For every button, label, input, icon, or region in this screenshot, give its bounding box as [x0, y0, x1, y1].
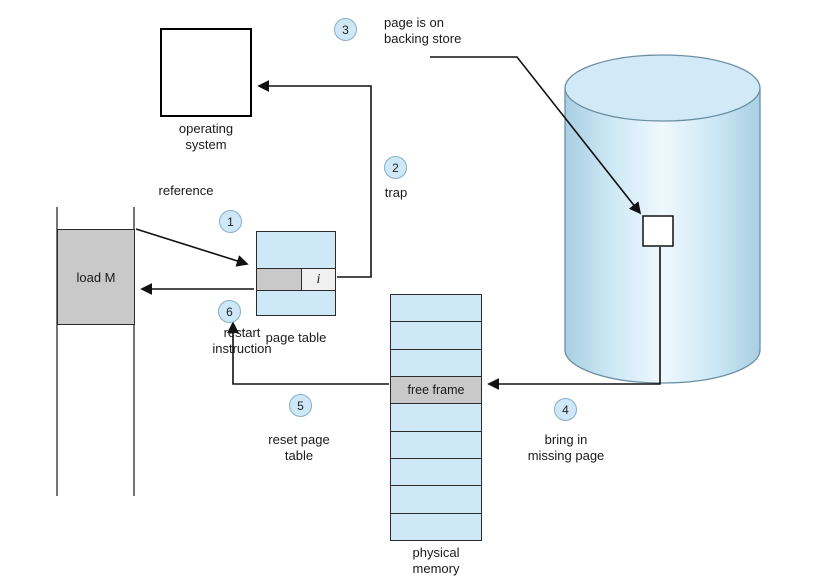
- memory-frame-row: [391, 322, 481, 350]
- step-1-label: reference: [136, 183, 236, 199]
- step-3-label-line2: backing store: [384, 30, 462, 46]
- memory-frame-row: [391, 295, 481, 323]
- page-table-box: i: [256, 231, 336, 316]
- arrow-reference: [135, 228, 249, 267]
- page-table-label: page table: [265, 330, 327, 345]
- step-5-label-line1: reset page: [268, 432, 330, 447]
- arrow-bring-in-missing-page: [487, 247, 661, 390]
- invalid-bit-cell: i: [301, 269, 335, 290]
- step-5-circle: 5: [289, 394, 312, 417]
- step-3-label: page is on backing store: [384, 15, 494, 47]
- memory-frame-row: [391, 486, 481, 514]
- step-5-label: reset page table: [249, 432, 349, 464]
- step-4-circle: 4: [554, 398, 577, 421]
- load-m-box: load M: [57, 229, 135, 325]
- step-4-label: bring in missing page: [516, 432, 616, 464]
- physical-memory-label: physical memory: [386, 545, 486, 577]
- operating-system-box: [160, 28, 252, 117]
- step-3-label-line1: page is on: [384, 15, 444, 30]
- step-6-label-line2: instruction: [212, 340, 272, 356]
- step-2-circle: 2: [384, 156, 407, 179]
- operating-system-label-line2: system: [185, 136, 227, 152]
- backing-store-cylinder-top: [564, 54, 761, 122]
- step-1-label-line1: reference: [158, 183, 214, 198]
- page-table-entry-row: i: [257, 268, 335, 291]
- operating-system-label-line1: operating: [178, 121, 234, 136]
- step-6-circle: 6: [218, 300, 241, 323]
- step-3-circle: 3: [334, 18, 357, 41]
- step-6-label: restart instruction: [192, 325, 292, 357]
- backing-store-cylinder-body: [564, 88, 761, 384]
- memory-frame-row: [391, 514, 481, 540]
- memory-frame-row: [391, 432, 481, 459]
- operating-system-label: operating system: [156, 121, 256, 153]
- physical-memory-label-line1: physical: [412, 545, 460, 560]
- step-2-label: trap: [371, 185, 421, 201]
- step-6-label-line1: restart: [223, 325, 261, 340]
- disk-page-square: [642, 215, 674, 247]
- step-5-label-line2: table: [284, 447, 314, 463]
- free-frame-row: free frame: [391, 376, 481, 405]
- step-2-label-line1: trap: [384, 185, 408, 200]
- physical-memory-table: free frame: [390, 294, 482, 541]
- step-1-circle: 1: [219, 210, 242, 233]
- memory-frame-row: [391, 459, 481, 487]
- page-table-entry-frame-cell: [257, 269, 301, 290]
- memory-frame-row: [391, 404, 481, 432]
- arrow-page-on-backing-store: [430, 56, 642, 215]
- memory-frame-row: [391, 350, 481, 377]
- step-4-label-line2: missing page: [527, 447, 605, 463]
- physical-memory-label-line2: memory: [412, 560, 460, 576]
- step-4-label-line1: bring in: [544, 432, 588, 447]
